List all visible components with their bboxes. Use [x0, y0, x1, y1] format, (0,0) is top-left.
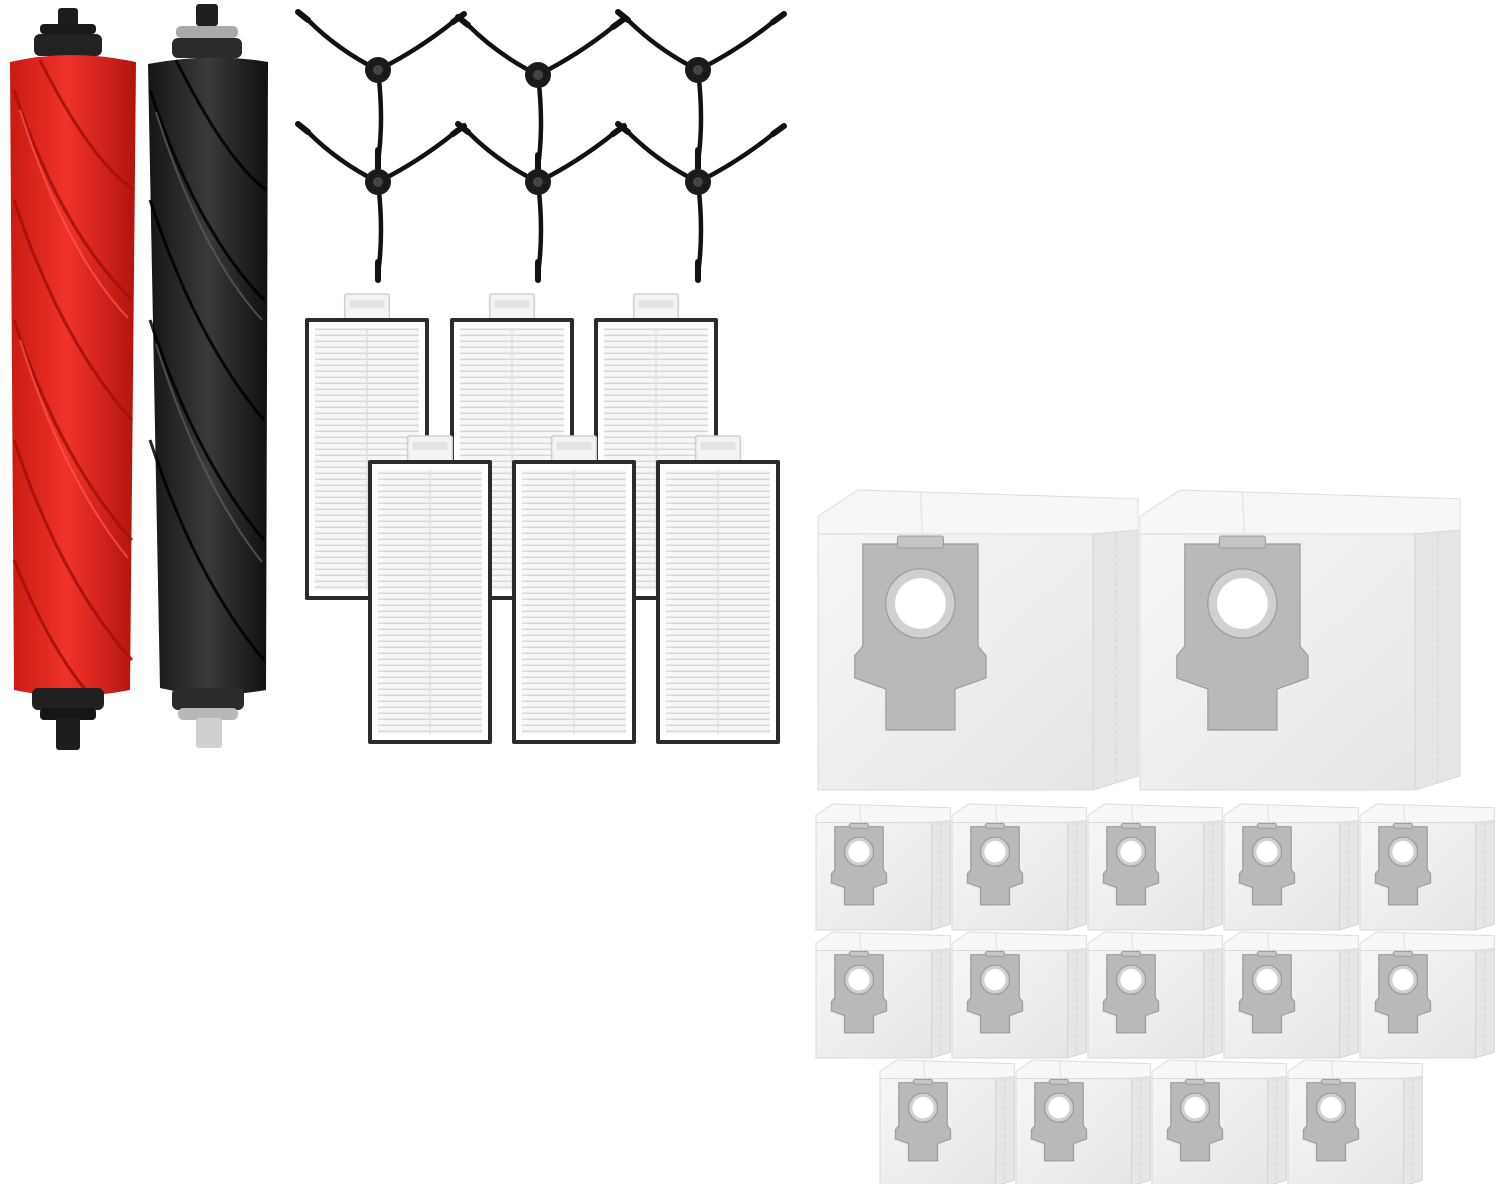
dust-bag: [951, 803, 1087, 931]
dust-bag: [1223, 803, 1359, 931]
dust-bag: [879, 1059, 1015, 1184]
side-brush: [615, 121, 787, 283]
dust-bags: [815, 489, 1495, 1184]
side-brush: [615, 9, 787, 171]
side-brushes: [295, 9, 787, 283]
dust-bag: [815, 931, 951, 1059]
hepa-filter: [656, 435, 780, 744]
dust-bag: [815, 803, 951, 931]
main-brush-red: [10, 8, 136, 750]
dust-bag: [1287, 1059, 1423, 1184]
dust-bag: [1223, 931, 1359, 1059]
side-brush: [295, 9, 467, 171]
main-brush-black: [148, 4, 268, 748]
dust-bag: [1151, 1059, 1287, 1184]
dust-bag: [1139, 489, 1461, 791]
dust-bag: [1087, 803, 1223, 931]
hepa-filters: [305, 293, 780, 744]
hepa-filter: [368, 435, 492, 744]
dust-bag: [1359, 931, 1495, 1059]
dust-bag: [1359, 803, 1495, 931]
side-brush: [295, 121, 467, 283]
dust-bag: [817, 489, 1139, 791]
dust-bag: [1087, 931, 1223, 1059]
side-brush: [455, 14, 627, 176]
hepa-filter: [512, 435, 636, 744]
dust-bag: [951, 931, 1087, 1059]
dust-bag: [1015, 1059, 1151, 1184]
